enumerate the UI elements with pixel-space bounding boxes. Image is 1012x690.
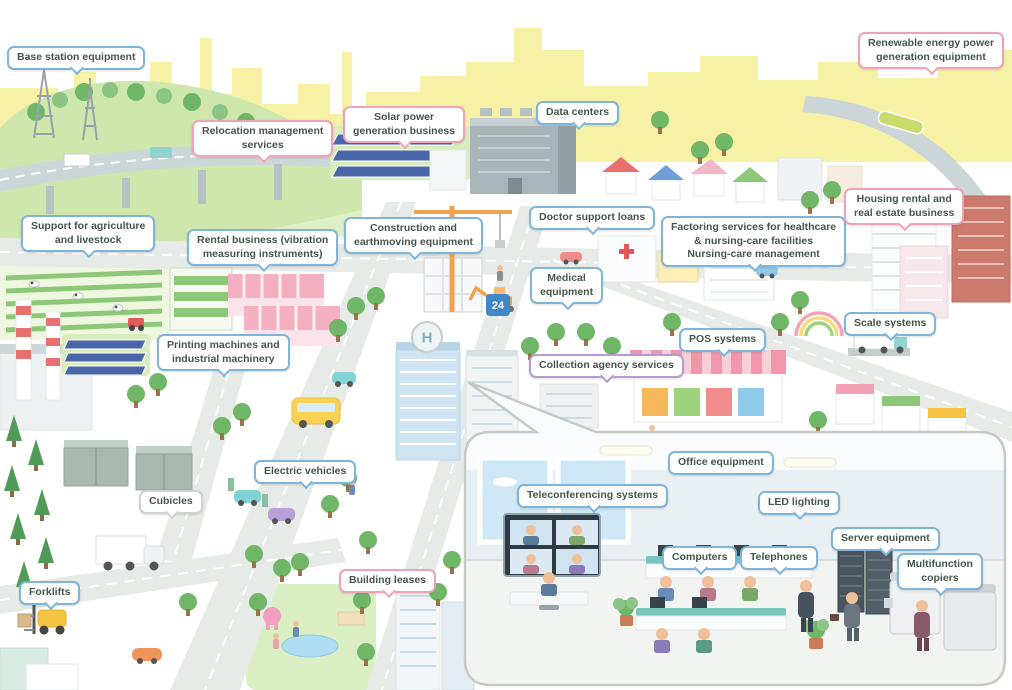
label-telephones[interactable]: Telephones [740, 546, 818, 570]
helipad [411, 321, 443, 353]
electric-vehicle-chargers [228, 478, 295, 524]
pink-warehouses [228, 274, 340, 346]
label-teleconferencing[interactable]: Teleconferencing systems [517, 484, 669, 508]
label-renewable-energy[interactable]: Renewable energy power generation equipm… [858, 32, 1005, 70]
label-electric-vehicles[interactable]: Electric vehicles [254, 460, 357, 484]
label-pos-systems[interactable]: POS systems [679, 328, 767, 352]
label-housing-real-estate[interactable]: Housing rental and real estate business [844, 188, 965, 226]
cubicle-units [63, 440, 193, 491]
rainbow [794, 311, 844, 337]
factory [0, 299, 150, 431]
route-sign: 24 [486, 294, 510, 316]
label-rental-vibration[interactable]: Rental business (vibration measuring ins… [187, 229, 339, 267]
label-construction-equipment[interactable]: Construction and earthmoving equipment [344, 217, 484, 255]
label-factoring-nursing[interactable]: Factoring services for healthcare & nurs… [661, 216, 847, 267]
label-printing-machinery[interactable]: Printing machines and industrial machine… [157, 334, 290, 372]
label-solar-power[interactable]: Solar power generation business [343, 106, 466, 144]
label-relocation-management[interactable]: Relocation management services [192, 120, 334, 158]
label-building-leases[interactable]: Building leases [339, 569, 437, 593]
data-center-building [470, 108, 576, 194]
label-scale-systems[interactable]: Scale systems [844, 312, 937, 336]
label-cubicles[interactable]: Cubicles [139, 490, 203, 514]
label-doctor-support-loans[interactable]: Doctor support loans [529, 206, 656, 230]
small-houses [429, 149, 863, 203]
supermarket [630, 350, 786, 423]
label-server-equipment[interactable]: Server equipment [831, 527, 940, 551]
office-tower: H [395, 321, 461, 461]
corner-buildings [0, 647, 79, 690]
helipad-letter: H [422, 330, 433, 347]
label-multifunction-copiers[interactable]: Multifunction copiers [897, 553, 983, 591]
construction-site [414, 206, 514, 313]
route-sign-number: 24 [492, 300, 505, 312]
agriculture-field [5, 269, 163, 333]
led-light-panel [783, 457, 837, 468]
label-collection-agency[interactable]: Collection agency services [529, 354, 684, 378]
office-people [798, 580, 930, 651]
teleconference-screen [503, 513, 601, 577]
label-led-lighting[interactable]: LED lighting [758, 491, 840, 515]
park [263, 607, 365, 658]
label-office-equipment[interactable]: Office equipment [668, 451, 774, 475]
label-medical-equipment[interactable]: Medical equipment [530, 267, 604, 305]
vertical-farm-shelves [169, 267, 233, 331]
led-light-panel [599, 445, 653, 456]
label-computers[interactable]: Computers [662, 546, 738, 570]
label-forklifts[interactable]: Forklifts [19, 581, 81, 605]
label-agriculture-livestock[interactable]: Support for agriculture and livestock [21, 215, 156, 253]
vehicles [95, 245, 778, 664]
label-data-centers[interactable]: Data centers [536, 101, 620, 125]
truck-scale [848, 333, 910, 356]
label-base-station-equipment[interactable]: Base station equipment [7, 46, 146, 70]
